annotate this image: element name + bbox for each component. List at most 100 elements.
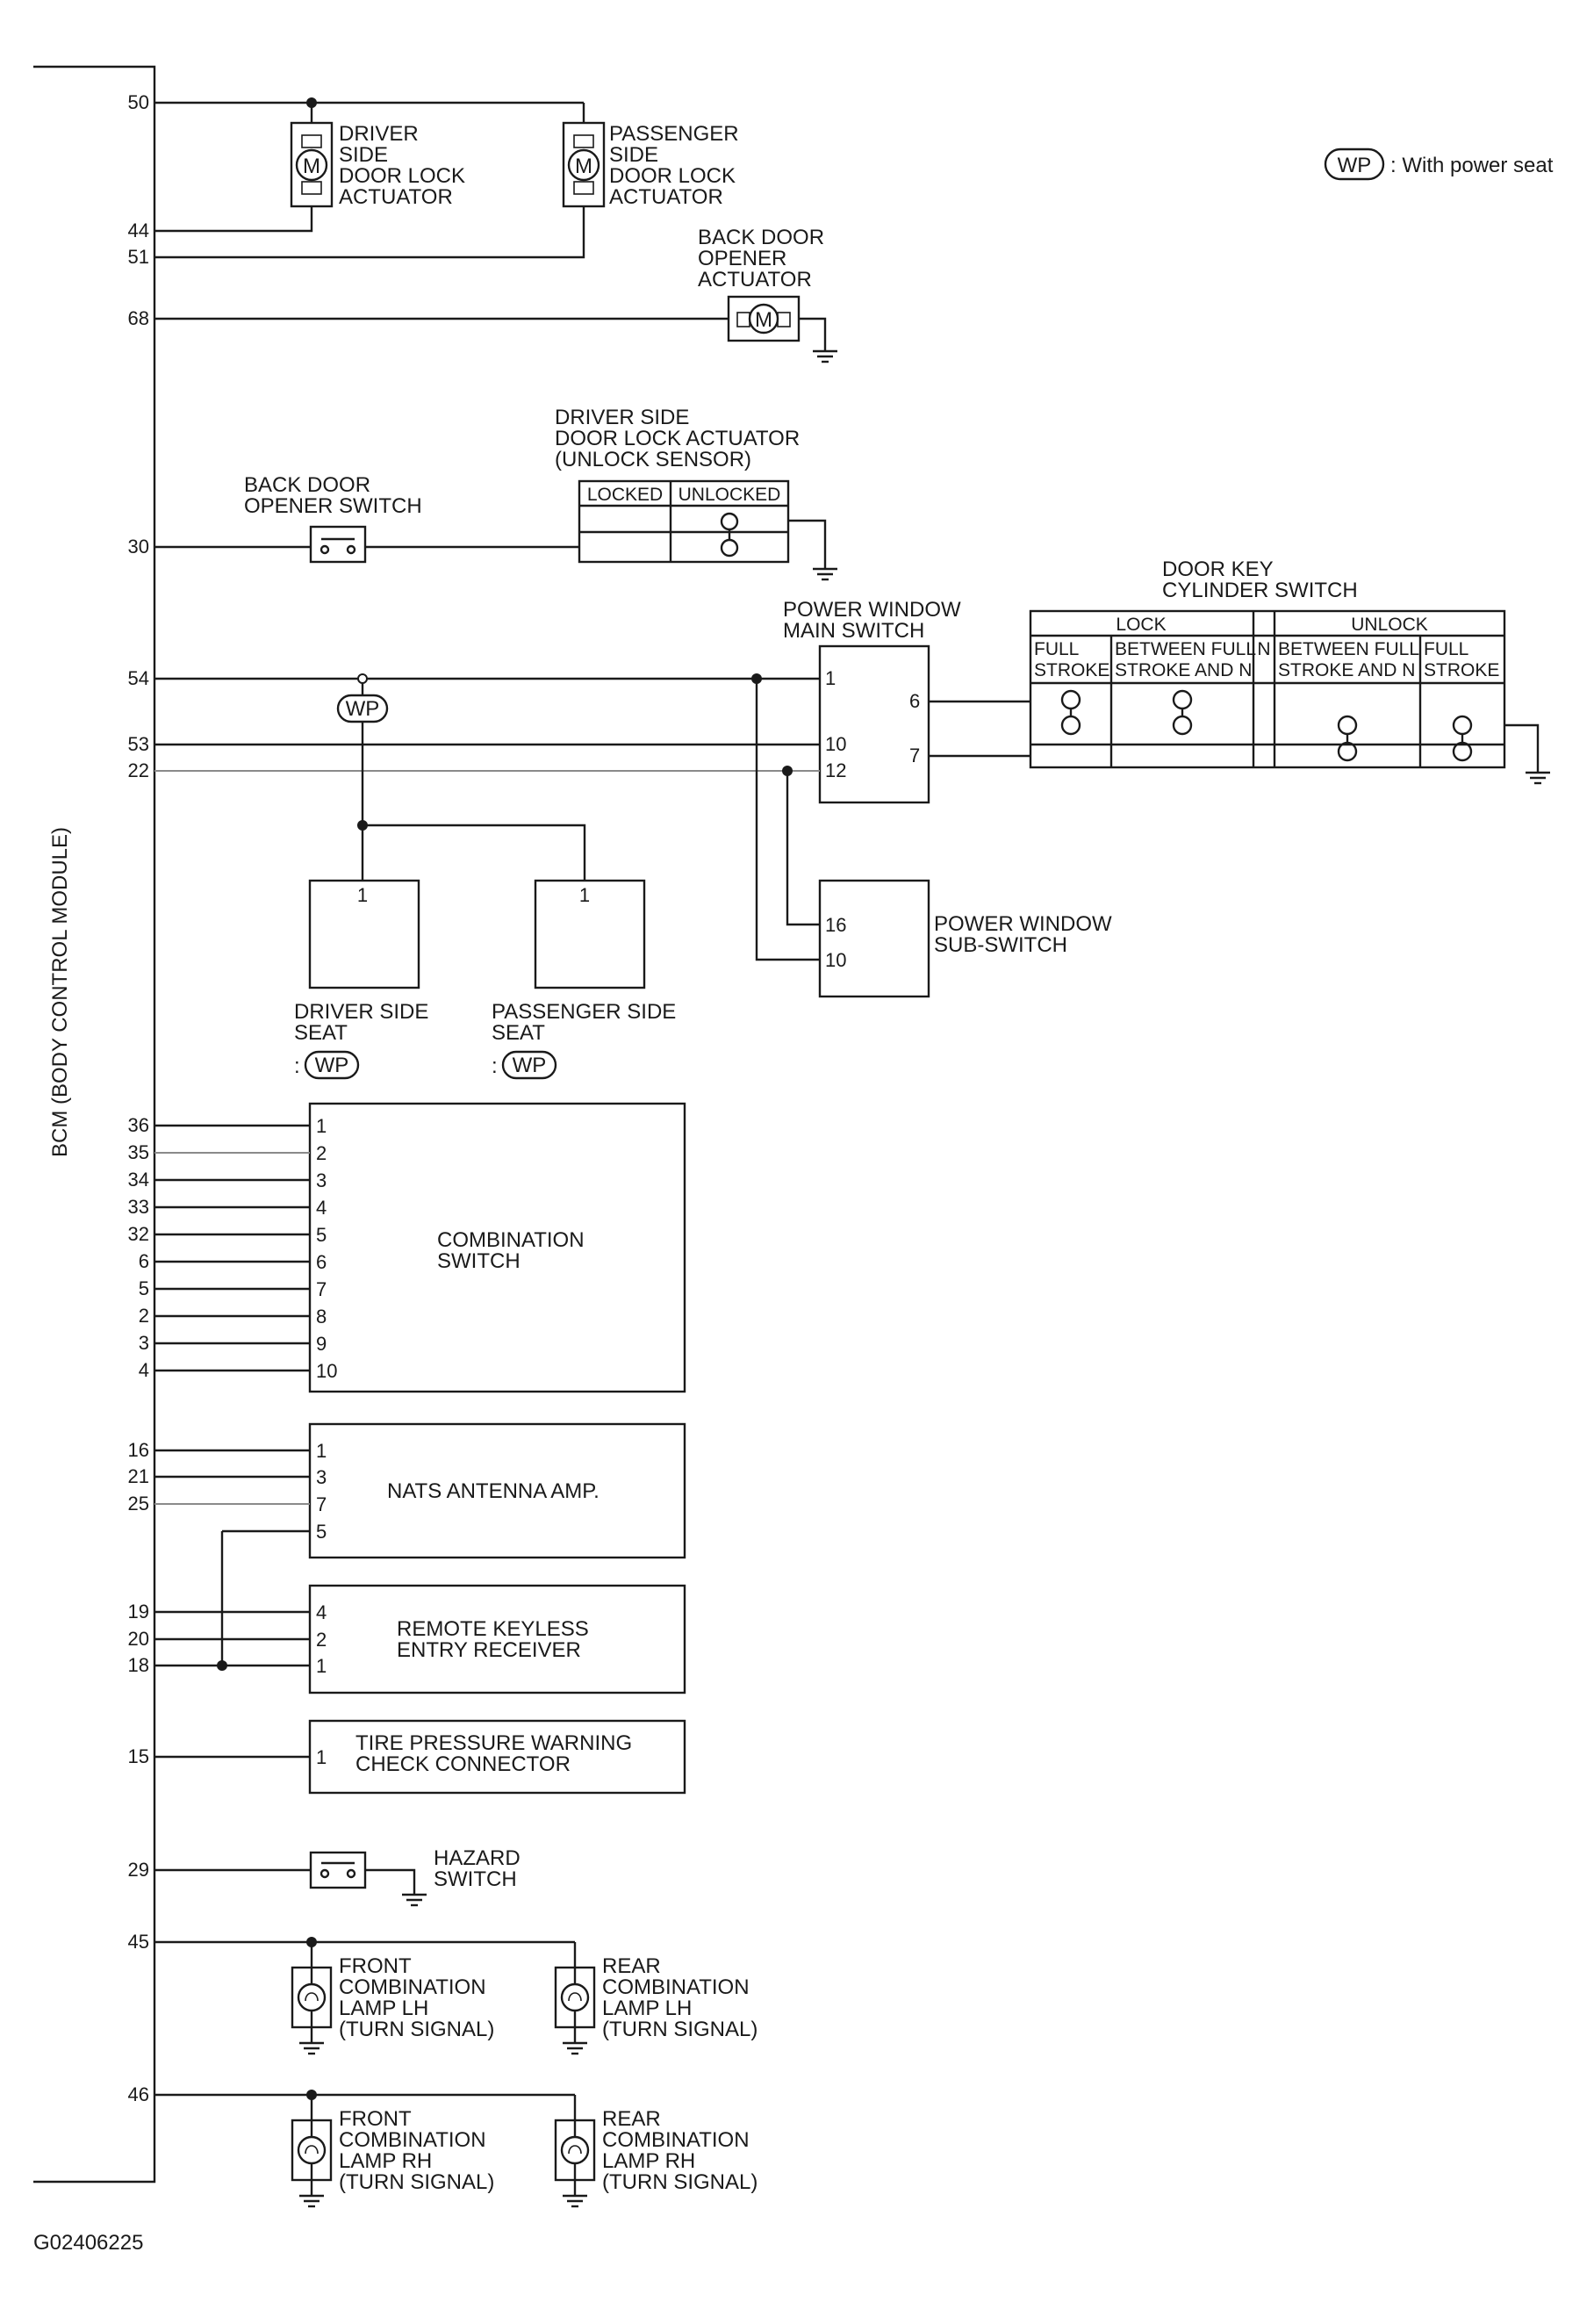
svg-text:19: 19 bbox=[128, 1601, 149, 1622]
svg-text:LAMP RH: LAMP RH bbox=[602, 2149, 695, 2173]
svg-text:(TURN SIGNAL): (TURN SIGNAL) bbox=[339, 2170, 494, 2194]
svg-text:10: 10 bbox=[825, 949, 846, 971]
svg-text:DRIVER: DRIVER bbox=[339, 122, 419, 146]
svg-text:SEAT: SEAT bbox=[492, 1021, 545, 1045]
turn-signal-lh: FRONT COMBINATION LAMP LH (TURN SIGNAL) … bbox=[154, 1937, 758, 2055]
bcm-module: BCM (BODY CONTROL MODULE) bbox=[33, 65, 156, 2184]
power-window-main-switch: POWER WINDOW MAIN SWITCH 1 10 12 6 7 bbox=[783, 598, 961, 804]
figure-id: G02406225 bbox=[33, 2231, 143, 2255]
svg-text:10: 10 bbox=[316, 1360, 337, 1382]
svg-text:SWITCH: SWITCH bbox=[434, 1867, 517, 1891]
svg-text:ACTUATOR: ACTUATOR bbox=[609, 185, 723, 209]
svg-text:(UNLOCK SENSOR): (UNLOCK SENSOR) bbox=[555, 448, 751, 471]
svg-text:29: 29 bbox=[128, 1859, 149, 1881]
legend: WP : With power seat bbox=[1324, 147, 1554, 181]
svg-text:21: 21 bbox=[128, 1465, 149, 1487]
power-window-sub-switch: 16 10 POWER WINDOW SUB-SWITCH bbox=[818, 879, 1112, 998]
svg-text:OPENER SWITCH: OPENER SWITCH bbox=[244, 494, 422, 518]
back-door-opener-actuator: M BACK DOOR OPENER ACTUATOR bbox=[154, 226, 839, 363]
svg-text:3: 3 bbox=[139, 1332, 149, 1354]
svg-text:DRIVER SIDE: DRIVER SIDE bbox=[555, 406, 689, 429]
svg-text:POWER WINDOW: POWER WINDOW bbox=[934, 912, 1112, 936]
svg-text:M: M bbox=[575, 155, 592, 178]
svg-text:4: 4 bbox=[139, 1359, 149, 1381]
svg-text:LOCKED: LOCKED bbox=[587, 485, 663, 505]
svg-text:STROKE AND N: STROKE AND N bbox=[1278, 660, 1415, 680]
svg-text:LAMP LH: LAMP LH bbox=[339, 1997, 428, 2020]
bcm-label: BCM (BODY CONTROL MODULE) bbox=[48, 827, 72, 1157]
svg-text:1: 1 bbox=[825, 667, 836, 689]
svg-text:WP: WP bbox=[315, 1054, 349, 1077]
svg-text:DOOR LOCK ACTUATOR: DOOR LOCK ACTUATOR bbox=[555, 427, 800, 450]
svg-text:REAR: REAR bbox=[602, 1954, 661, 1978]
front-rh-bulb-icon bbox=[291, 2119, 333, 2182]
svg-text:WP: WP bbox=[513, 1054, 547, 1077]
svg-text:1: 1 bbox=[316, 1440, 327, 1462]
svg-text:5: 5 bbox=[316, 1521, 327, 1543]
tire-pressure-warning-check-connector: 1 TIRE PRESSURE WARNING CHECK CONNECTOR bbox=[154, 1719, 686, 1795]
svg-text:5: 5 bbox=[139, 1277, 149, 1299]
svg-text:MAIN SWITCH: MAIN SWITCH bbox=[783, 619, 924, 643]
svg-text:PASSENGER SIDE: PASSENGER SIDE bbox=[492, 1000, 676, 1024]
driver-door-lock-motor-icon: M bbox=[290, 121, 334, 208]
svg-text:32: 32 bbox=[128, 1223, 149, 1245]
svg-text:M: M bbox=[303, 155, 320, 178]
svg-text:1: 1 bbox=[316, 1115, 327, 1137]
svg-text:OPENER: OPENER bbox=[698, 247, 786, 270]
svg-text:18: 18 bbox=[128, 1654, 149, 1676]
power-window-wiring: WP bbox=[154, 673, 1030, 961]
svg-text:30: 30 bbox=[128, 536, 149, 558]
legend-text: : With power seat bbox=[1390, 154, 1554, 177]
svg-text:COMBINATION: COMBINATION bbox=[602, 2128, 750, 2152]
svg-text:35: 35 bbox=[128, 1141, 149, 1163]
svg-text:6: 6 bbox=[909, 690, 920, 712]
svg-text:7: 7 bbox=[316, 1278, 327, 1300]
svg-text:UNLOCKED: UNLOCKED bbox=[679, 485, 781, 505]
svg-text:7: 7 bbox=[909, 745, 920, 766]
svg-text:(TURN SIGNAL): (TURN SIGNAL) bbox=[602, 2018, 758, 2041]
legend-symbol: WP bbox=[1338, 154, 1372, 177]
svg-text:FRONT: FRONT bbox=[339, 2107, 412, 2131]
svg-text:54: 54 bbox=[128, 667, 149, 689]
svg-text:4: 4 bbox=[316, 1601, 327, 1623]
svg-text:10: 10 bbox=[825, 733, 846, 755]
svg-text:SWITCH: SWITCH bbox=[437, 1249, 521, 1273]
svg-text:SIDE: SIDE bbox=[339, 143, 388, 167]
svg-text:SEAT: SEAT bbox=[294, 1021, 348, 1045]
svg-text:CHECK CONNECTOR: CHECK CONNECTOR bbox=[355, 1752, 571, 1776]
svg-text:BETWEEN FULL: BETWEEN FULL bbox=[1278, 639, 1419, 659]
svg-text:DRIVER SIDE: DRIVER SIDE bbox=[294, 1000, 428, 1024]
svg-text:STROKE: STROKE bbox=[1424, 660, 1499, 680]
svg-text:1: 1 bbox=[316, 1746, 327, 1768]
svg-text:51: 51 bbox=[128, 246, 149, 268]
svg-text:COMBINATION: COMBINATION bbox=[602, 1975, 750, 1999]
svg-text:3: 3 bbox=[316, 1169, 327, 1191]
svg-text::: : bbox=[294, 1054, 300, 1078]
svg-text:N: N bbox=[1257, 639, 1270, 659]
svg-text:STROKE AND N: STROKE AND N bbox=[1115, 660, 1252, 680]
svg-text:DOOR LOCK: DOOR LOCK bbox=[609, 164, 736, 188]
bcm-pin-numbers: 50 44 51 68 30 54 53 22 36 35 34 33 32 6… bbox=[128, 91, 149, 2105]
nats-antenna-amp: NATS ANTENNA AMP. 1 3 7 5 bbox=[154, 1422, 686, 1559]
svg-text:2: 2 bbox=[139, 1305, 149, 1327]
svg-text:STROKE: STROKE bbox=[1034, 660, 1109, 680]
svg-text::: : bbox=[492, 1054, 498, 1078]
passenger-door-lock-actuator-label: PASSENGER SIDE DOOR LOCK ACTUATOR bbox=[609, 122, 739, 209]
svg-text:12: 12 bbox=[825, 759, 846, 781]
svg-text:NATS ANTENNA AMP.: NATS ANTENNA AMP. bbox=[387, 1479, 600, 1503]
svg-text:FULL: FULL bbox=[1034, 639, 1079, 659]
svg-text:REAR: REAR bbox=[602, 2107, 661, 2131]
svg-text:BACK DOOR: BACK DOOR bbox=[698, 226, 824, 249]
svg-text:PASSENGER: PASSENGER bbox=[609, 122, 739, 146]
svg-text:POWER WINDOW: POWER WINDOW bbox=[783, 598, 961, 622]
svg-text:LAMP LH: LAMP LH bbox=[602, 1997, 692, 2020]
rear-lh-bulb-icon bbox=[554, 1966, 596, 2029]
svg-text:ACTUATOR: ACTUATOR bbox=[698, 268, 812, 291]
svg-text:7: 7 bbox=[316, 1493, 327, 1515]
svg-text:(TURN SIGNAL): (TURN SIGNAL) bbox=[339, 2018, 494, 2041]
svg-text:44: 44 bbox=[128, 219, 149, 241]
svg-text:M: M bbox=[755, 308, 772, 332]
turn-signal-rh: FRONT COMBINATION LAMP RH (TURN SIGNAL) … bbox=[154, 2090, 758, 2208]
front-lh-bulb-icon bbox=[291, 1966, 333, 2029]
